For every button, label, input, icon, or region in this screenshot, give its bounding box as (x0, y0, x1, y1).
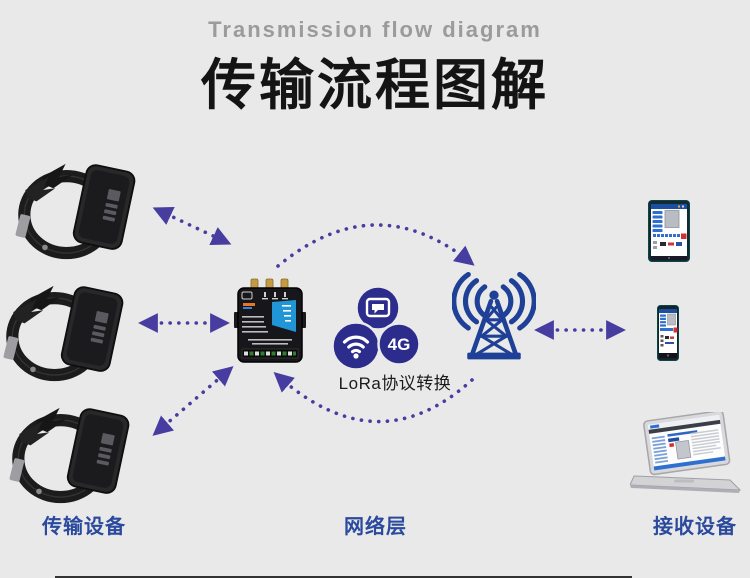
arrow-watch1-gateway (152, 206, 232, 246)
label-receiving-devices: 接收设备 (653, 516, 737, 538)
message-icon (355, 285, 401, 331)
tablet-device (648, 200, 690, 262)
title-english: Transmission flow diagram (208, 17, 542, 42)
wearable-tracker-2 (2, 274, 124, 386)
4g-icon: 4G (377, 322, 421, 366)
arrow-watch3-gateway (152, 366, 234, 436)
label-transmission-devices: 传输设备 (42, 516, 126, 538)
laptop-device (630, 412, 742, 493)
wearable-tracker-1 (14, 152, 136, 264)
cell-tower-icon (452, 271, 536, 360)
wifi-icon (331, 321, 381, 371)
smartphone-device (657, 305, 679, 361)
wearable-tracker-3 (8, 396, 130, 508)
bottom-divider (55, 576, 632, 578)
network-icon-cluster: 4G (331, 285, 421, 371)
arc-gateway-to-tower (276, 223, 475, 268)
lora-protocol-caption: LoRa协议转换 (338, 374, 452, 393)
page-title: 传输流程图解 (200, 54, 549, 116)
lora-gateway-device (234, 278, 306, 363)
4g-badge-label: 4G (388, 335, 411, 354)
label-network-layer: 网络层 (344, 516, 407, 538)
